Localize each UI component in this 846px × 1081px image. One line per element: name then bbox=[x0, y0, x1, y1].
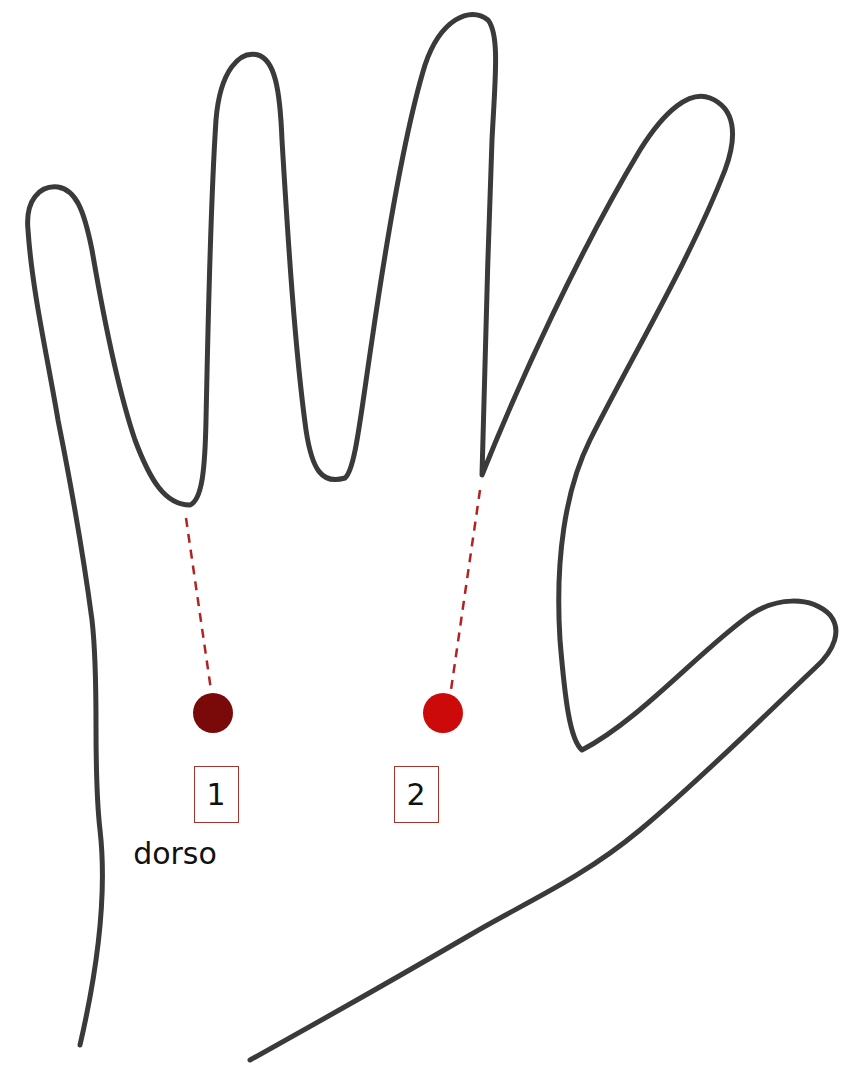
callout-box: 2 bbox=[394, 766, 439, 823]
leader-line bbox=[186, 518, 211, 690]
callout-number: 1 bbox=[206, 780, 225, 810]
point-dot bbox=[423, 693, 463, 733]
hand-outline bbox=[28, 14, 836, 1060]
callout-box: 1 bbox=[194, 766, 239, 823]
point-dot bbox=[193, 693, 233, 733]
view-label: dorso bbox=[133, 836, 217, 872]
leader-line bbox=[451, 490, 480, 690]
callout-number: 2 bbox=[406, 780, 425, 810]
